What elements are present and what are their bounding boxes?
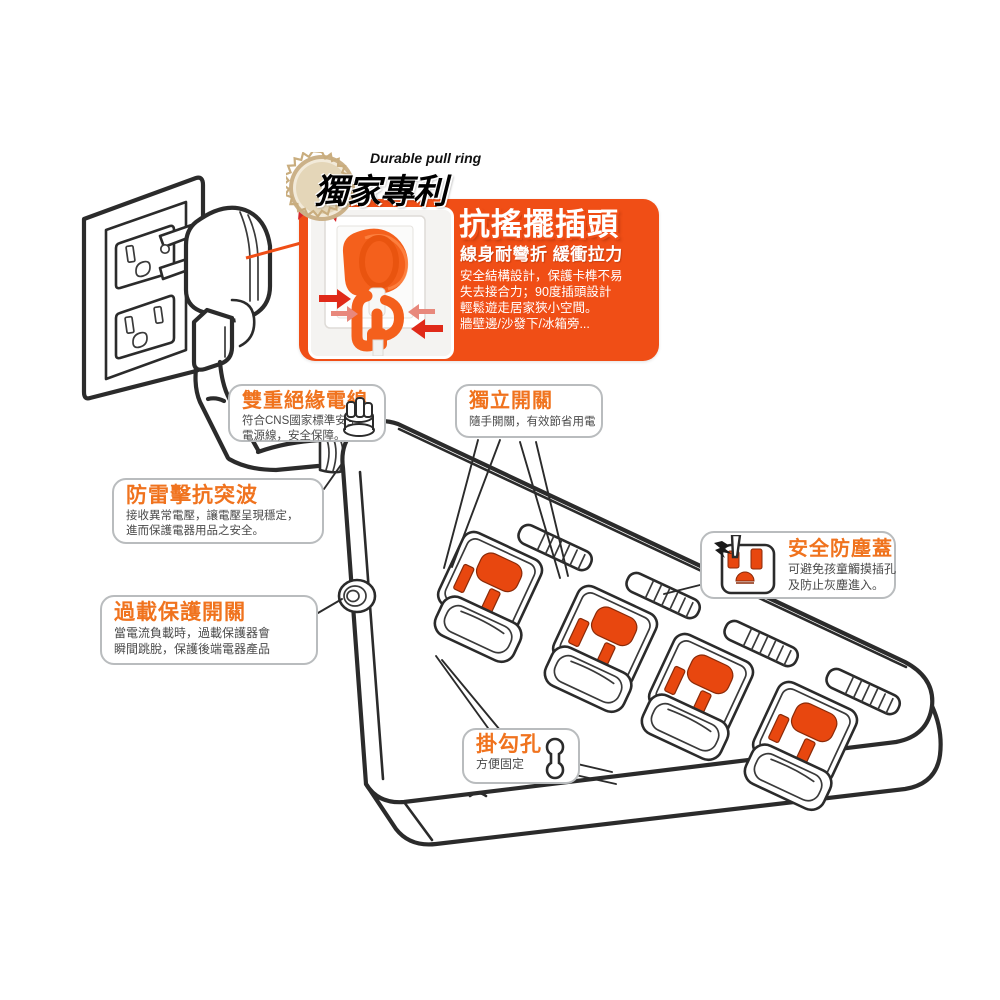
- callout-overload-protection[interactable]: 過載保護開關 當電流負載時，過載保護器會 瞬間跳脫，保護後端電器產品: [100, 595, 318, 665]
- plug-photo-illustration: [311, 210, 451, 356]
- panel-body-line: 輕鬆遊走居家狹小空間。: [460, 300, 598, 315]
- rocker-switch: [743, 743, 833, 812]
- callout-surge-protection[interactable]: 防雷擊抗突波 接收異常電壓，讓電壓呈現穩定， 進而保護電器用品之安全。: [112, 478, 324, 544]
- arrow-right-inward: [408, 304, 443, 339]
- callout-body-line: 電源線，安全保障。: [242, 430, 346, 443]
- plug-photo: [308, 207, 454, 359]
- callout-double-insulated-cable[interactable]: 雙重絕緣電線 符合CNS國家標準安全 電源線，安全保障。: [228, 384, 386, 442]
- overload-reset-button: [337, 578, 377, 614]
- callout-body: 符合CNS國家標準安全 電源線，安全保障。: [242, 414, 374, 444]
- arrow-left-inward: [319, 289, 358, 322]
- callout-body: 可避免孩童觸摸插孔 及防止灰塵進入。: [788, 562, 897, 593]
- callout-safety-dust-cover[interactable]: 安全防塵蓋 可避免孩童觸摸插孔 及防止灰塵進入。: [700, 531, 896, 599]
- exclusive-patent-seal: Durable pull ring 獨家專利: [281, 149, 492, 230]
- callout-title: 過載保護開關: [114, 601, 246, 624]
- callout-individual-switch[interactable]: 獨立開關 隨手開關，有效節省用電: [455, 384, 603, 438]
- callout-body: 隨手開關，有效節省用電: [469, 415, 596, 430]
- callout-body-line: 可避免孩童觸摸插孔: [788, 562, 897, 577]
- callout-body-line: 隨手開關，有效節省用電: [469, 416, 596, 429]
- socket-with-prong-and-spark-icon: [706, 533, 786, 599]
- callout-title: 獨立開關: [469, 390, 553, 412]
- panel-headline: 抗搖擺插頭: [459, 207, 619, 242]
- cable-cross-section-icon: [338, 390, 380, 438]
- callout-body: 接收異常電壓，讓電壓呈現穩定， 進而保護電器用品之安全。: [126, 509, 312, 539]
- panel-text-column: 抗搖擺插頭 線身耐彎折 緩衝拉力 安全結構設計，保護卡榫不易 失去接合力；90度…: [457, 205, 653, 357]
- callout-body: 當電流負載時，過載保護器會 瞬間跳脫，保護後端電器產品: [114, 626, 306, 657]
- switch-indicator-group: [517, 523, 902, 716]
- panel-body-line: 安全結構設計，保護卡榫不易: [460, 269, 623, 283]
- panel-subhead: 線身耐彎折 緩衝拉力: [460, 245, 623, 264]
- callout-title: 安全防塵蓋: [788, 538, 893, 560]
- callout-body-line: 接收異常電壓，讓電壓呈現穩定，: [126, 510, 299, 523]
- callout-body: 方便固定: [476, 757, 568, 773]
- panel-body-line: 牆壁邊/沙發下/冰箱旁...: [460, 316, 590, 331]
- seal-label: 獨家專利: [314, 173, 447, 211]
- hook-hole-on-strip: [468, 791, 488, 798]
- callout-body-line: 當電流負載時，過載保護器會: [114, 626, 271, 641]
- callout-hook-hole[interactable]: 掛勾孔 方便固定: [462, 728, 580, 784]
- rocker-switch: [433, 595, 523, 664]
- keyhole-slot-icon: [538, 736, 572, 782]
- seal-starburst-icon: [281, 149, 355, 222]
- callout-title: 雙重絕緣電線: [242, 390, 368, 412]
- leader-lines: [299, 439, 701, 785]
- callout-body-line: 方便固定: [476, 757, 525, 772]
- callout-title: 防雷擊抗突波: [126, 484, 258, 507]
- durable-pull-ring-label: Durable pull ring: [370, 150, 482, 166]
- callout-body-line: 及防止灰塵進入。: [788, 577, 885, 592]
- panel-body-line: 失去接合力；90度插頭設計: [460, 284, 612, 299]
- callout-body-line: 符合CNS國家標準安全: [242, 415, 359, 428]
- rocker-switch-group: [433, 595, 833, 812]
- callout-body-line: 瞬間跳脫，保護後端電器產品: [114, 641, 271, 656]
- callout-body-line: 進而保護電器用品之安全。: [126, 525, 264, 538]
- switch-indicator: [825, 667, 902, 716]
- switch-indicator: [625, 571, 702, 620]
- rocker-switch: [640, 693, 730, 762]
- switch-indicator: [723, 619, 800, 668]
- callout-title: 掛勾孔: [476, 733, 542, 756]
- panel-body: 安全結構設計，保護卡榫不易 失去接合力；90度插頭設計 輕鬆遊走居家狹小空間。 …: [460, 269, 653, 333]
- feature-panel-anti-swing-plug: 抗搖擺插頭 線身耐彎折 緩衝拉力 安全結構設計，保護卡榫不易 失去接合力；90度…: [299, 199, 659, 361]
- rocker-switch: [543, 645, 633, 714]
